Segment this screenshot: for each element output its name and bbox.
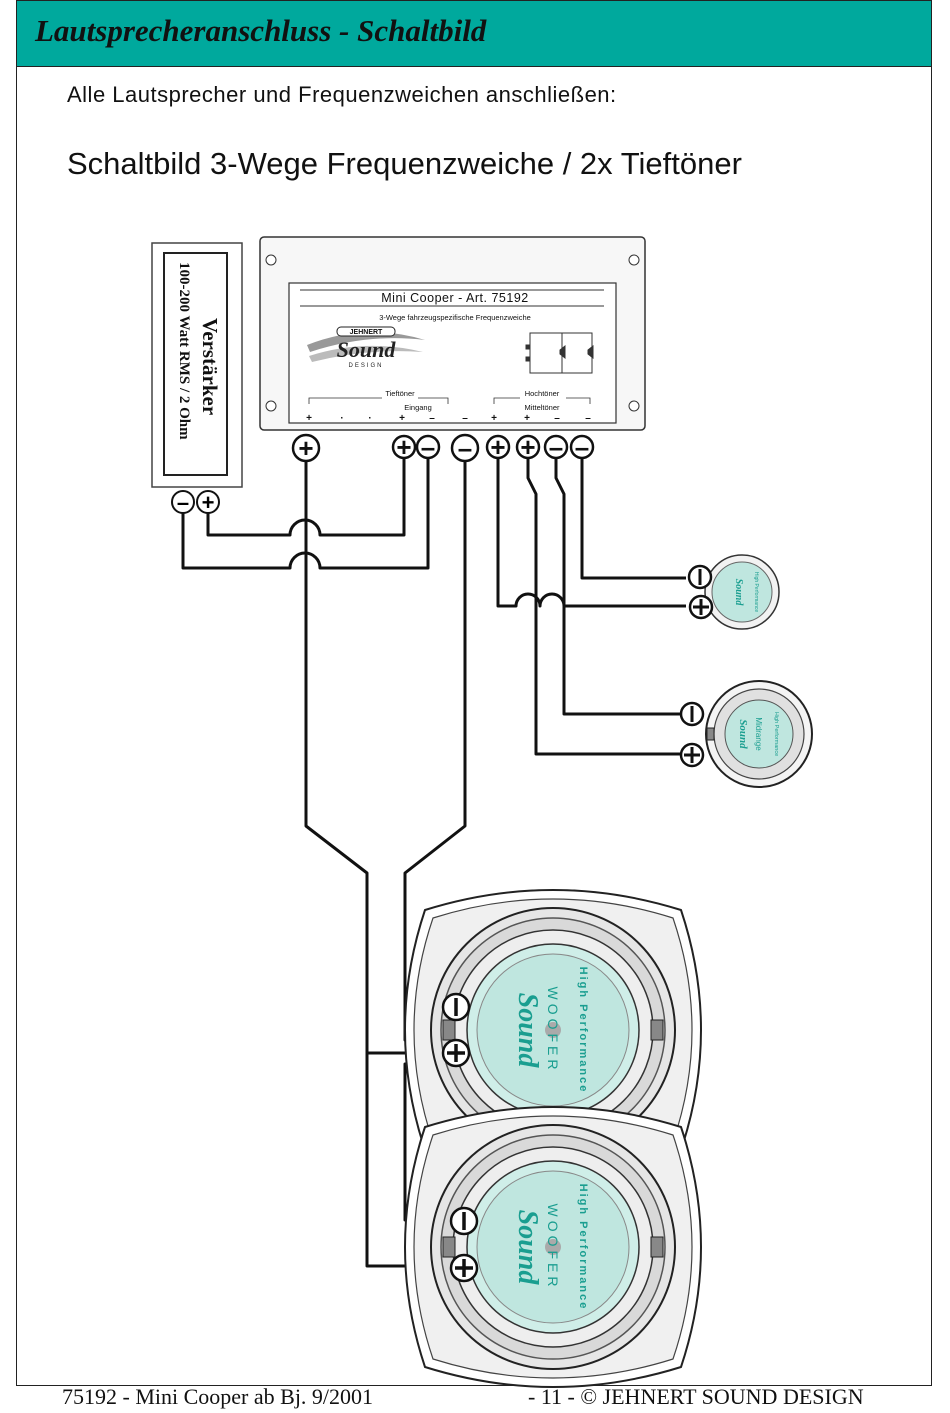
header-bar: Lautsprecheranschluss - Schaltbild <box>16 0 932 67</box>
woofer-2-terminal-plus[interactable] <box>449 1253 479 1283</box>
svg-text:–: – <box>458 433 472 463</box>
tweeter-terminal-minus[interactable] <box>687 564 713 590</box>
amplifier-terminal-minus[interactable]: – <box>171 490 195 515</box>
svg-text:+: + <box>298 433 313 463</box>
svg-text:–: – <box>462 413 468 424</box>
amplifier-box: Verstärker 100-200 Watt RMS / 2 Ohm <box>151 242 243 488</box>
woofer-1-terminal-plus[interactable] <box>441 1038 471 1068</box>
woofer-1-terminal-minus[interactable] <box>441 992 471 1022</box>
svg-text:+: + <box>396 432 411 462</box>
label-tieftoener: Tieftöner <box>385 389 415 398</box>
label-eingang: Eingang <box>404 403 432 412</box>
footer-page-copyright: - 11 - © JEHNERT SOUND DESIGN <box>528 1384 864 1409</box>
amplifier-terminal-plus[interactable]: + <box>196 490 220 515</box>
svg-text:·: · <box>368 413 371 424</box>
svg-text:WOOFER: WOOFER <box>545 987 561 1074</box>
page-title: Lautsprecheranschluss - Schaltbild <box>35 13 487 48</box>
svg-text:High Performance: High Performance <box>577 967 589 1094</box>
terminal-tieftoener-plus[interactable]: + <box>291 433 321 463</box>
svg-text:Sound: Sound <box>512 1210 543 1286</box>
svg-text:Sound: Sound <box>733 579 744 607</box>
svg-text:DESIGN: DESIGN <box>348 363 383 369</box>
label-hochtoener: Hochtöner <box>525 389 560 398</box>
footer-model: 75192 - Mini Cooper ab Bj. 9/2001 <box>62 1384 374 1409</box>
svg-text:–: – <box>554 413 560 424</box>
terminal-eingang-plus[interactable]: + <box>391 432 417 462</box>
crossover-model: Mini Cooper - Art. 75192 <box>381 291 529 305</box>
svg-text:–: – <box>585 413 591 424</box>
crossover-box: Mini Cooper - Art. 75192 3-Wege fahrzeug… <box>259 236 646 431</box>
terminal-hochtoener-plus[interactable]: + <box>485 432 511 462</box>
amplifier-title: Verstärker <box>198 318 222 415</box>
intro-text: Alle Lautsprecher und Frequenzweichen an… <box>67 82 617 107</box>
svg-text:+: + <box>520 432 535 462</box>
svg-text:High Performance: High Performance <box>577 1184 589 1311</box>
svg-text:Midrange: Midrange <box>754 717 763 751</box>
terminal-mitteltoener-minus[interactable]: – <box>543 432 569 462</box>
label-mitteltoener: Mitteltöner <box>524 403 560 412</box>
svg-text:+: + <box>306 413 312 424</box>
amplifier-spec: 100-200 Watt RMS / 2 Ohm <box>176 262 192 440</box>
midrange-speaker: Sound Midrange High Performance <box>705 680 813 788</box>
woofer-1-speaker: Sound WOOFER High Performance <box>404 889 702 1171</box>
svg-text:Sound: Sound <box>512 993 543 1069</box>
jehnert-logo: JEHNERT Sound DESIGN <box>307 326 425 369</box>
tweeter-terminal-plus[interactable] <box>688 594 714 620</box>
svg-text:·: · <box>340 413 343 424</box>
terminal-hochtoener-minus[interactable]: – <box>569 432 595 462</box>
svg-text:+: + <box>202 490 215 515</box>
diagram-title: Schaltbild 3-Wege Frequenzweiche / 2x Ti… <box>67 146 742 181</box>
svg-text:–: – <box>575 432 589 462</box>
svg-text:–: – <box>429 413 435 424</box>
terminal-mitteltoener-plus[interactable]: + <box>515 432 541 462</box>
svg-text:WOOFER: WOOFER <box>545 1204 561 1291</box>
svg-text:High Performance: High Performance <box>753 572 759 613</box>
crossover-schematic <box>525 332 594 374</box>
midrange-terminal-minus[interactable] <box>679 701 705 727</box>
page-frame <box>16 0 932 1386</box>
tweeter-speaker: Sound High Performance <box>704 554 780 630</box>
crossover-terminal-signs: + · · + – – + + – – <box>306 413 591 424</box>
crossover-description: 3-Wege fahrzeugspezifische Frequenzweich… <box>379 313 531 322</box>
svg-text:High Performance: High Performance <box>773 712 779 756</box>
svg-text:+: + <box>490 432 505 462</box>
svg-text:Sound: Sound <box>337 337 397 362</box>
woofer-2-speaker: Sound WOOFER High Performance <box>404 1106 702 1388</box>
svg-text:Sound: Sound <box>737 719 749 749</box>
svg-text:+: + <box>399 413 405 424</box>
woofer-2-terminal-minus[interactable] <box>449 1206 479 1236</box>
svg-text:+: + <box>491 413 497 424</box>
svg-text:–: – <box>421 432 435 462</box>
svg-text:–: – <box>177 490 189 515</box>
terminal-eingang-minus[interactable]: – <box>415 432 441 462</box>
terminal-tieftoener-minus[interactable]: – <box>450 433 480 463</box>
svg-text:JEHNERT: JEHNERT <box>350 329 383 336</box>
midrange-terminal-plus[interactable] <box>679 742 705 768</box>
svg-text:–: – <box>549 432 563 462</box>
svg-text:+: + <box>524 413 530 424</box>
